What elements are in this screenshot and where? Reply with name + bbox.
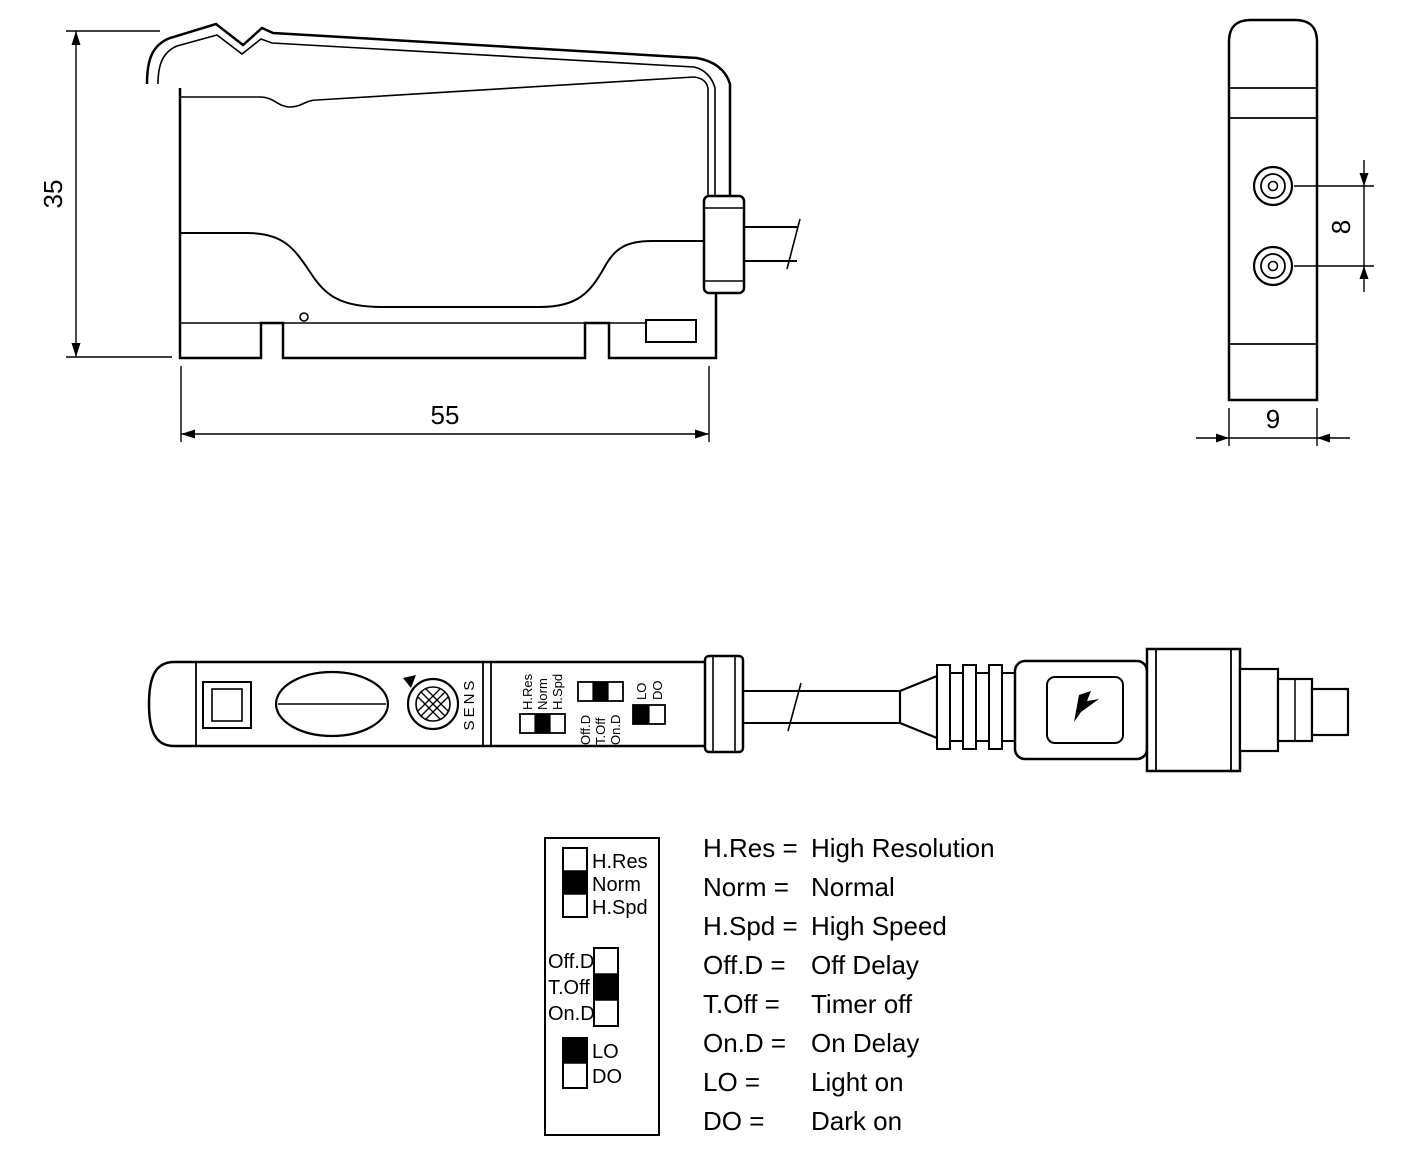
legend-option-label: LO [592,1041,619,1063]
definition-meaning: Off Delay [811,950,919,980]
legend-option-label: T.Off [548,977,590,999]
end-view [1227,18,1319,402]
mode-switch-selected [535,714,550,733]
switch-option-label: Off.D [578,715,593,745]
fiber-port-top [1252,165,1294,207]
flex-ribs [936,664,1016,750]
connector-label-plate [1046,676,1124,744]
definition-meaning: Dark on [811,1106,902,1136]
dim-arrow [1317,433,1330,443]
cable-gland-top [703,654,745,754]
dimension-35: 35 [38,30,172,358]
legend-option-label: Off.D [548,951,594,973]
legend-option-label: On.D [548,1003,595,1025]
adjust-pointer-icon [403,675,416,688]
definition-term: Norm = [703,872,789,902]
lid-opening-curve [180,232,704,308]
definition-term: H.Res = [703,833,798,863]
dim-arrow [1359,173,1369,186]
fiber-port-bottom [1252,245,1294,287]
dim-arrow [1216,433,1229,443]
definition-term: H.Spd = [703,911,798,941]
label-window [274,670,390,738]
definition-meaning: Light on [811,1067,904,1097]
definition-meaning: On Delay [811,1028,919,1058]
definition-meaning: Normal [811,872,895,902]
timer-switch: Off.D T.Off On.D [577,681,624,745]
switch-option-label: Norm [535,678,550,710]
dimension-9: 9 [1196,404,1350,446]
top-view: SENS H.Res Norm H.Spd Off.D T.Off On.D L… [147,654,900,754]
strain-relief-boot [898,674,939,740]
output-switch: LO DO [632,681,666,725]
dim-arrow [1359,266,1369,279]
definition-term: Off.D = [703,950,786,980]
legend-panel: H.Res Norm H.Spd Off.D T.Off On.D LO DO [544,837,660,1136]
connector-ring [1238,667,1280,753]
legend-option-label: Norm [592,874,641,896]
cable-break-line [787,682,802,732]
fiber-lock [202,681,252,729]
dim-arrow [181,429,195,439]
definition-meaning: High Resolution [811,833,995,863]
selected-cell [563,1038,587,1063]
dim-arrow [71,31,81,45]
end-outline [1227,18,1319,402]
definition-meaning: High Speed [811,911,947,941]
definition-term: T.Off = [703,989,780,1019]
legend-timer-switch: Off.D T.Off On.D [548,947,619,1027]
dimension-8: 8 [1294,160,1374,292]
definition-term: DO = [703,1106,764,1136]
cable-connector [898,647,1350,773]
body-top-edge [180,76,709,196]
switch-option-label: H.Spd [550,674,565,710]
sens-adjuster-icon [403,675,460,731]
switch-option-label: LO [634,683,649,700]
definition-meaning: Timer off [811,989,913,1019]
lid-inner-edge [157,34,716,196]
timer-switch-selected [593,682,608,701]
legend-output-switch: LO DO [562,1037,622,1089]
dimension-8-label: 8 [1326,220,1356,234]
switch-option-label: On.D [608,715,623,745]
connector-logo-icon [1074,691,1099,722]
definition-term: On.D = [703,1028,786,1058]
coupling-nut [1145,647,1242,773]
legend-option-label: H.Res [592,851,648,873]
lid-outer-edge [145,22,732,196]
dim-arrow [71,343,81,357]
definition-term: LO = [703,1067,760,1097]
mode-switch: H.Res Norm H.Spd [519,673,566,734]
output-switch-selected [633,705,649,724]
body-outline [178,88,718,360]
dimension-55: 55 [180,366,710,442]
top-outline [147,660,705,748]
legend-option-label: H.Spd [592,897,648,919]
pivot-hole [299,312,309,322]
definitions-list: H.Res = High Resolution Norm = Normal H.… [703,833,995,1136]
selected-cell [563,871,587,894]
switch-option-label: DO [650,681,665,701]
connector-tip [1310,687,1350,737]
dimension-35-label: 35 [38,180,68,209]
legend-option-label: DO [592,1066,622,1088]
cable-break-line [786,218,801,270]
dimension-55-label: 55 [431,400,460,430]
cable-gland-side [702,194,746,295]
din-clip [645,319,697,343]
dim-arrow [695,429,709,439]
selected-cell [594,974,618,1000]
switch-option-label: T.Off [593,717,608,745]
dimension-9-label: 9 [1266,404,1280,434]
legend-mode-switch: H.Res Norm H.Spd [562,847,648,919]
side-view [145,22,801,360]
sens-label: SENS [461,678,478,731]
switch-option-label: H.Res [520,673,535,710]
